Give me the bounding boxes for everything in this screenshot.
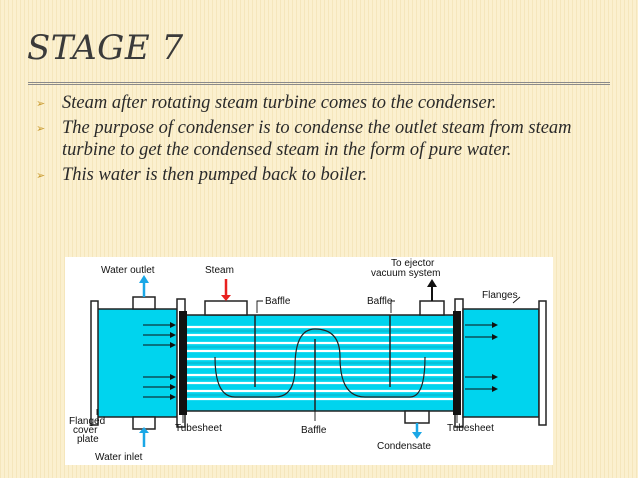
label-baffle-left: Baffle (265, 296, 291, 307)
label-flanged: Flanged (69, 416, 105, 427)
ejector-nozzle (419, 300, 445, 316)
arrow-bullet-icon: ➢ (36, 98, 46, 110)
label-condensate: Condensate (377, 441, 431, 452)
label-water-outlet: Water outlet (101, 265, 155, 276)
bullet-item: ➢ This water is then pumped back to boile… (36, 164, 626, 186)
label-vacuum-system: vacuum system (371, 268, 440, 279)
label-plate: plate (77, 434, 99, 445)
arrow-bullet-icon: ➢ (36, 123, 46, 135)
label-tubesheet-right: Tubesheet (447, 423, 494, 434)
right-water-head (462, 308, 540, 418)
condenser-diagram: Water outlet Steam To ejector vacuum sys… (65, 257, 553, 465)
label-baffle-right: Baffle (367, 296, 393, 307)
left-water-head (96, 308, 183, 418)
left-cover-plate (90, 300, 99, 426)
steam-arrow-icon (221, 295, 231, 301)
arrow-bullet-icon: ➢ (36, 170, 46, 182)
label-to-ejector: To ejector (391, 258, 435, 269)
label-steam: Steam (205, 265, 234, 276)
tube-bundle (185, 325, 455, 401)
water-outlet-nozzle (132, 296, 156, 310)
bullet-list: ➢ Steam after rotating steam turbine come… (36, 92, 626, 189)
condensate-arrow-icon (412, 432, 422, 439)
water-inlet-arrow-icon (139, 427, 149, 433)
title-divider (28, 82, 610, 85)
baffles (254, 315, 391, 411)
label-baffle-bottom: Baffle (301, 425, 327, 436)
right-cover-plate (538, 300, 547, 426)
bullet-item: ➢ Steam after rotating steam turbine come… (36, 92, 626, 114)
ejector-arrow-icon (427, 279, 437, 287)
slide-title: STAGE 7 (27, 28, 184, 68)
label-water-inlet: Water inlet (95, 452, 143, 463)
label-cover: cover (73, 425, 98, 436)
bullet-text: Steam after rotating steam turbine comes… (62, 93, 497, 113)
bullet-item: ➢ The purpose of condenser is to condense… (36, 117, 626, 161)
label-tubesheet-left: Tubesheet (175, 423, 222, 434)
left-tubesheet (179, 311, 187, 415)
bullet-text: This water is then pumped back to boiler… (62, 165, 368, 185)
label-flanges: Flanges (482, 290, 518, 301)
right-tubesheet (453, 311, 461, 415)
water-outlet-arrow-icon (139, 275, 149, 283)
steam-nozzle (204, 300, 248, 316)
bullet-text: The purpose of condenser is to condense … (62, 118, 572, 160)
condenser-svg: Water outlet Steam To ejector vacuum sys… (69, 258, 547, 463)
condensate-nozzle (404, 410, 430, 424)
